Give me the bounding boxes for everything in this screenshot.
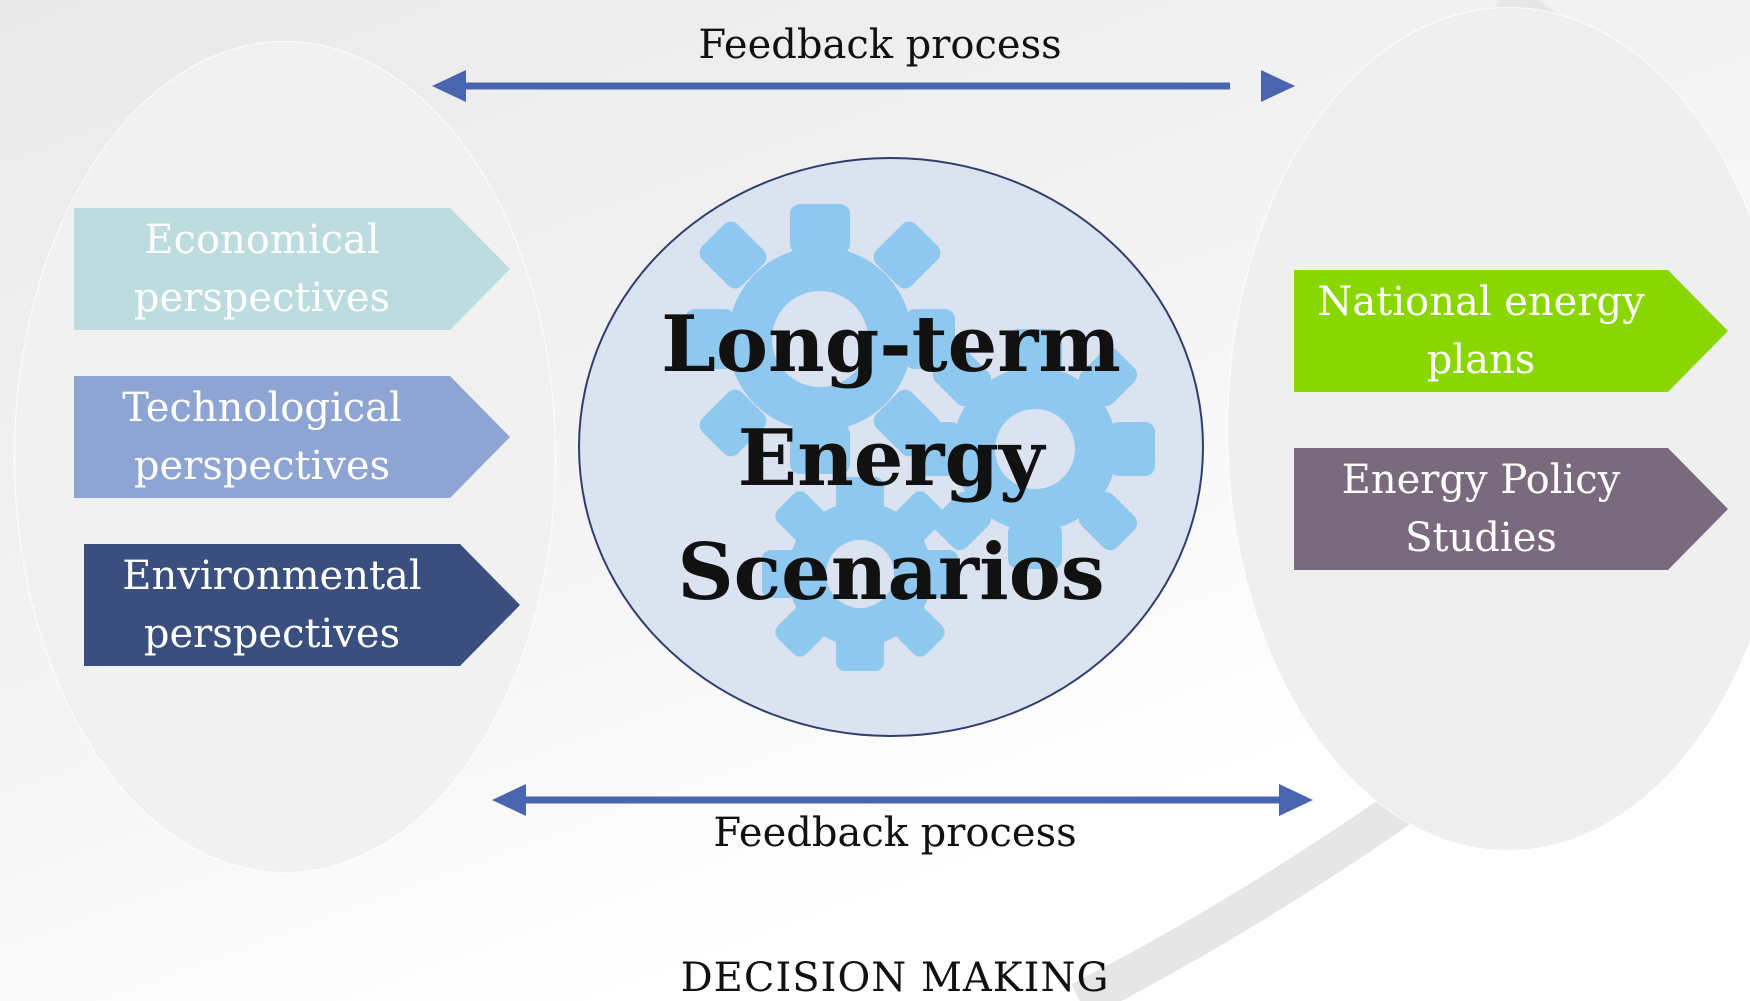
economical-perspectives-chevron: Economical perspectives: [74, 208, 510, 330]
energy-policy-studies-chevron: Energy Policy Studies: [1294, 448, 1728, 570]
chevron-label-line2: plans: [1426, 337, 1536, 383]
feedback-label-top: Feedback process: [698, 22, 1062, 68]
environmental-perspectives-chevron: Environmental perspectives: [84, 544, 520, 666]
chevron-label-line1: Technological: [122, 385, 402, 431]
scenario-circle: [578, 157, 1204, 737]
national-energy-plans-chevron: National energy plans: [1294, 270, 1728, 392]
chevron-label-line1: Environmental: [122, 553, 422, 599]
chevron-label-line2: perspectives: [133, 443, 391, 489]
scenario-title: Long-term Energy Scenarios: [578, 288, 1204, 630]
chevron-label-line1: Economical: [144, 217, 380, 263]
technological-perspectives-chevron: Technological perspectives: [74, 376, 510, 498]
chevron-label-line2: perspectives: [133, 275, 391, 321]
chevron-label-line2: Studies: [1405, 515, 1557, 561]
gear-right-icon: [915, 329, 1155, 569]
chevron-label-line1: National energy: [1317, 279, 1645, 325]
chevron-label-line2: perspectives: [143, 611, 401, 657]
chevron-label-line1: Energy Policy: [1341, 457, 1621, 503]
decision-making-label: DECISION MAKING: [680, 955, 1110, 1001]
gears-icon: [685, 204, 1155, 671]
feedback-label-bottom: Feedback process: [713, 810, 1077, 856]
title-line1: Long-term: [661, 299, 1121, 390]
title-line2: Energy: [737, 413, 1045, 504]
gear-top-icon: [685, 204, 955, 474]
gear-bottom-icon: [762, 477, 958, 671]
title-line3: Scenarios: [677, 527, 1105, 618]
output-ellipse: [1228, 8, 1750, 850]
